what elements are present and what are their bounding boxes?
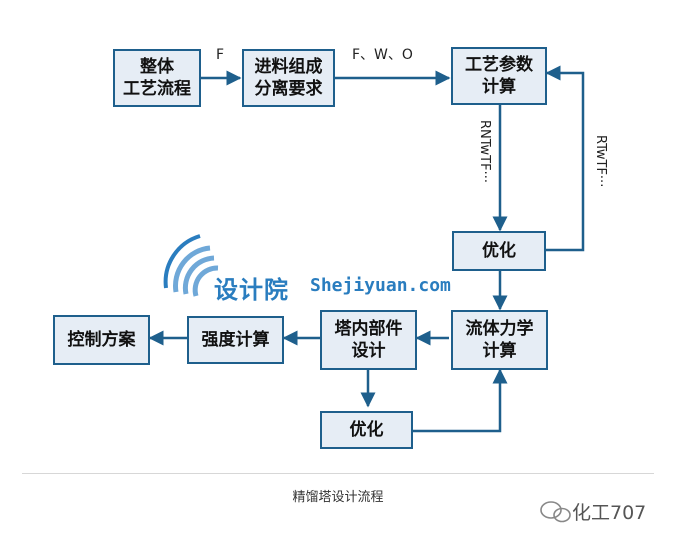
node-overall-process: 整体 工艺流程 xyxy=(113,49,201,107)
watermark-cn: 设计院 xyxy=(214,276,289,304)
node-feed-separation: 进料组成 分离要求 xyxy=(242,49,335,107)
node-tower-internals: 塔内部件 设计 xyxy=(320,310,417,370)
node-optimize-2: 优化 xyxy=(320,411,413,449)
edge-label-f: F xyxy=(216,47,225,63)
node-optimize-1: 优化 xyxy=(452,231,546,271)
node-control: 控制方案 xyxy=(53,315,150,365)
figure-caption: 精馏塔设计流程 xyxy=(292,490,384,505)
node-process-params: 工艺参数 计算 xyxy=(451,47,547,105)
divider xyxy=(22,473,654,474)
arrow-optimize-back-to-params xyxy=(545,65,585,252)
node-strength: 强度计算 xyxy=(187,316,284,364)
node-fluid-dynamics: 流体力学 计算 xyxy=(451,310,548,370)
arrow-optimize2-to-fluid xyxy=(413,368,508,433)
watermark-en: Shejiyuan.com xyxy=(310,275,451,296)
edge-label-fwo: F、W、O xyxy=(352,47,413,63)
brand-label: 化工707 xyxy=(572,502,647,524)
